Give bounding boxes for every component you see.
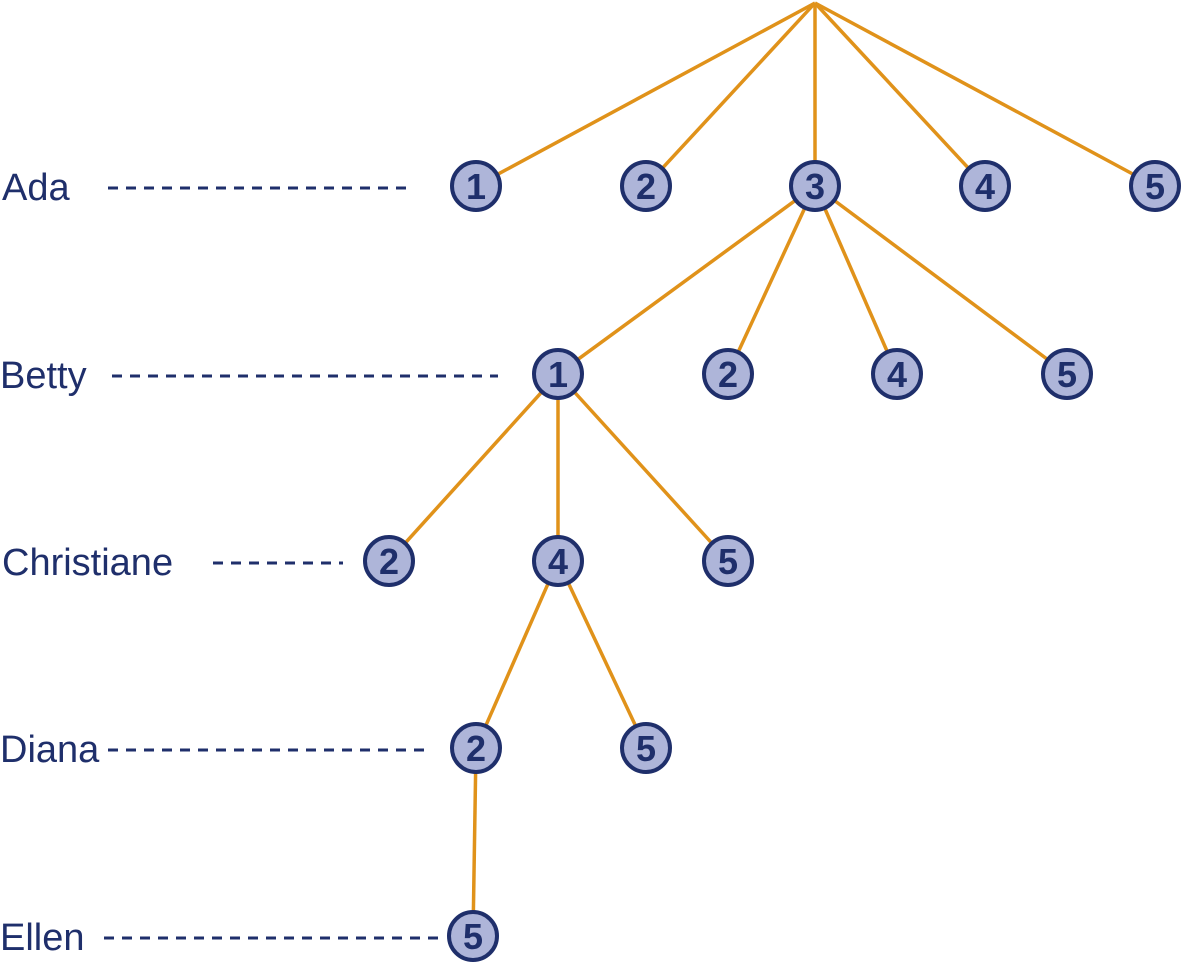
level-label-christiane: Christiane (2, 542, 173, 584)
node-circle (620, 722, 672, 774)
tree-node: 2 (363, 535, 415, 587)
tree-node: 5 (1129, 160, 1181, 212)
tree-node: 1 (450, 160, 502, 212)
node-number: 2 (636, 166, 656, 207)
tree-node: 2 (620, 160, 672, 212)
level-label-diana: Diana (0, 729, 100, 771)
tree-node: 3 (789, 160, 841, 212)
tree-edge (471, 771, 478, 913)
tree-node: 5 (447, 910, 499, 962)
node-circle (532, 348, 584, 400)
tree-edge (813, 1, 970, 170)
node-number: 5 (636, 728, 656, 769)
node-circle (959, 160, 1011, 212)
tree-node: 4 (959, 160, 1011, 212)
tree-node: 5 (702, 535, 754, 587)
node-number: 2 (718, 354, 738, 395)
node-number: 1 (466, 166, 486, 207)
tree-edge (822, 207, 890, 353)
tree-edge (660, 1, 817, 170)
tree-node: 5 (620, 722, 672, 774)
level-label-ada: Ada (2, 167, 70, 209)
node-circle (702, 535, 754, 587)
node-circle (532, 535, 584, 587)
tree-edge (736, 207, 807, 353)
tree-edge (403, 390, 544, 545)
node-circle (450, 722, 502, 774)
level-guide-lines (104, 186, 498, 940)
tree-node: 5 (1041, 348, 1093, 400)
tree-edge (566, 581, 638, 728)
node-number: 2 (466, 728, 486, 769)
tree-node: 4 (532, 535, 584, 587)
tree-node: 2 (702, 348, 754, 400)
node-number: 5 (1057, 354, 1077, 395)
tree-node: 4 (871, 348, 923, 400)
node-circle (620, 160, 672, 212)
tree-edge (572, 390, 714, 545)
tree-edge (496, 1, 816, 177)
tree-edge (814, 1, 1135, 177)
node-number: 4 (887, 354, 907, 395)
tree-edge (484, 582, 550, 727)
node-number: 4 (548, 541, 568, 582)
tree-node: 1 (532, 348, 584, 400)
node-number: 5 (718, 541, 738, 582)
tree-nodes: 1 2 3 4 5 1 2 4 5 2 4 5 2 5 5 (363, 160, 1181, 962)
level-label-ellen: Ellen (0, 917, 85, 959)
level-label-betty: Betty (0, 355, 87, 397)
node-circle (871, 348, 923, 400)
node-circle (1041, 348, 1093, 400)
node-number: 3 (805, 166, 825, 207)
node-circle (1129, 160, 1181, 212)
node-circle (450, 160, 502, 212)
tree-edge (833, 198, 1049, 362)
tree-node: 2 (450, 722, 502, 774)
node-number: 2 (379, 541, 399, 582)
node-number: 4 (975, 166, 995, 207)
node-number: 5 (1145, 166, 1165, 207)
node-circle (447, 910, 499, 962)
node-circle (702, 348, 754, 400)
tree-edge (576, 198, 797, 362)
node-number: 1 (548, 354, 568, 395)
node-circle (789, 160, 841, 212)
node-circle (363, 535, 415, 587)
tree-edges (403, 1, 1135, 913)
node-number: 5 (463, 916, 483, 957)
